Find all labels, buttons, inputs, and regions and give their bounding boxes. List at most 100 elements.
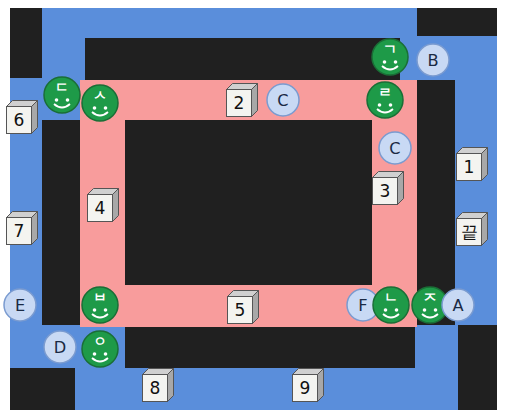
marker-circle: B (416, 43, 450, 77)
floor (10, 8, 497, 410)
wall (10, 8, 42, 78)
smiley-eye (104, 352, 108, 356)
smiley-eye (104, 308, 108, 312)
numbered-cube: 9 (292, 368, 324, 402)
wall (125, 327, 415, 368)
smiley-eye (378, 103, 382, 107)
smiley-eye (394, 60, 398, 64)
numbered-cube: 7 (6, 211, 38, 245)
wall (125, 120, 372, 285)
smiley-eye (383, 60, 387, 64)
cube-number: 4 (87, 194, 113, 222)
smiley-face (82, 85, 118, 121)
smiley-face (367, 82, 403, 118)
numbered-cube: 끝 (456, 212, 488, 246)
numbered-cube: 3 (372, 171, 404, 205)
wall (42, 120, 80, 325)
marker-fill (4, 289, 36, 321)
smiley-letter: ㄷ (43, 78, 81, 98)
smiley-face (373, 287, 409, 323)
cube-number: 5 (227, 296, 253, 324)
smiley-letter: ㅂ (81, 288, 119, 308)
cube-side (113, 189, 119, 222)
numbered-cube: 2 (226, 83, 258, 117)
marker-circle: A (441, 288, 475, 322)
cube-front (228, 297, 253, 324)
cube-front (143, 375, 168, 402)
cube-side (32, 101, 38, 134)
cube-front (7, 218, 32, 245)
marker-letter: B (416, 43, 450, 77)
cube-side (398, 172, 404, 205)
smiley-mouth (377, 109, 393, 113)
green-smiley: ㅅ (81, 84, 119, 122)
marker-fill (379, 132, 411, 164)
marker-letter: E (3, 288, 37, 322)
marker-fill (44, 331, 76, 363)
smiley-mouth (383, 314, 399, 318)
marker-letter: C (378, 131, 412, 165)
cube-number: 3 (372, 177, 398, 205)
wall (85, 38, 400, 80)
cube-number: 1 (456, 153, 482, 181)
green-smiley: ㅇ (81, 330, 119, 368)
smiley-eye (55, 98, 59, 102)
smiley-mouth (422, 314, 438, 318)
smiley-mouth (382, 66, 398, 70)
wall (417, 8, 497, 36)
green-smiley: ㄷ (43, 76, 81, 114)
pink-path (80, 80, 417, 327)
smiley-mouth (92, 112, 108, 116)
cube-front (457, 219, 482, 246)
marker-circle: C (378, 131, 412, 165)
cube-side (482, 148, 488, 181)
cube-side (168, 369, 174, 402)
smiley-face (44, 77, 80, 113)
cube-number: 6 (6, 106, 32, 134)
wall (458, 325, 497, 410)
cube-side (253, 291, 259, 324)
green-smiley: ㅂ (81, 286, 119, 324)
smiley-letter: ㄱ (371, 40, 409, 60)
numbered-cube: 6 (6, 100, 38, 134)
marker-fill (442, 289, 474, 321)
wall (10, 368, 75, 410)
cube-side (32, 212, 38, 245)
cube-number: 8 (142, 374, 168, 402)
smiley-mouth (92, 314, 108, 318)
smiley-eye (104, 106, 108, 110)
smiley-letter: ㄴ (372, 288, 410, 308)
marker-letter: C (266, 83, 300, 117)
cube-front (457, 154, 482, 181)
smiley-eye (93, 308, 97, 312)
numbered-cube: 1 (456, 147, 488, 181)
smiley-eye (384, 308, 388, 312)
cube-front (373, 178, 398, 205)
numbered-cube: 8 (142, 368, 174, 402)
cube-front (227, 90, 252, 117)
green-smiley: ㄱ (371, 38, 409, 76)
smiley-eye (93, 352, 97, 356)
green-smiley: ㄹ (366, 81, 404, 119)
smiley-eye (423, 308, 427, 312)
smiley-mouth (54, 104, 70, 108)
smiley-letter: ㅅ (81, 86, 119, 106)
cube-front (88, 195, 113, 222)
smiley-letter: ㄹ (366, 83, 404, 103)
smiley-face (372, 39, 408, 75)
smiley-letter: ㅇ (81, 332, 119, 352)
smiley-face (82, 287, 118, 323)
cube-front (7, 107, 32, 134)
cube-side (318, 369, 324, 402)
marker-circle: C (266, 83, 300, 117)
smiley-eye (395, 308, 399, 312)
cube-front (293, 375, 318, 402)
marker-circle: D (43, 330, 77, 364)
cube-number: 2 (226, 89, 252, 117)
smiley-eye (389, 103, 393, 107)
cube-number: 끝 (456, 218, 482, 246)
green-smiley: ㄴ (372, 286, 410, 324)
marker-fill (417, 44, 449, 76)
numbered-cube: 4 (87, 188, 119, 222)
